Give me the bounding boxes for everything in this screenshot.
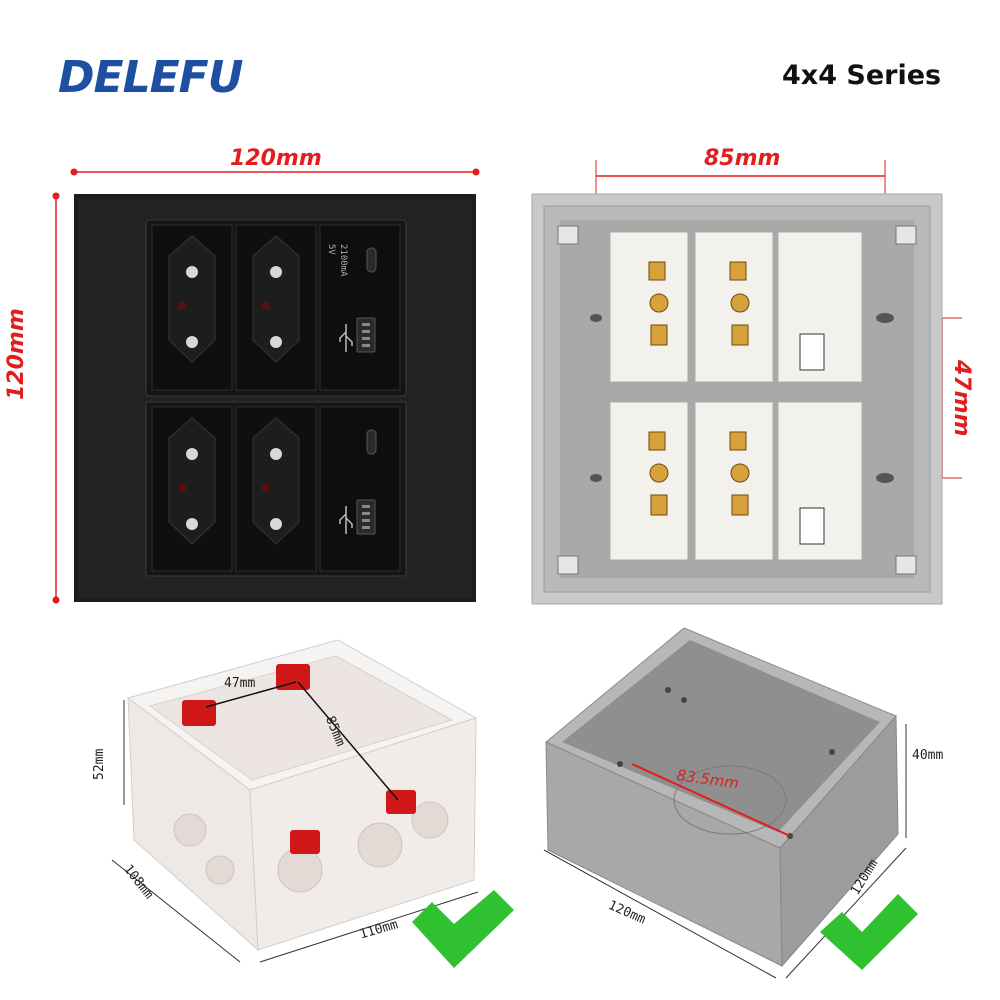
check-icon [412,890,918,970]
plastic-box [111,639,479,963]
plastic-top-label: 47mm [224,676,256,691]
front-width-label: 120mm [230,146,322,171]
series-title: 4x4 Series [782,60,942,91]
plastic-height-label: 52mm [92,748,107,780]
usb-voltage-text: 5V [326,244,336,255]
usb-icon [339,324,353,534]
metal-box [543,627,907,979]
usb-current-text: 2100mA [338,244,348,277]
back-panel [531,160,962,605]
back-height-label: 47mm [949,360,974,437]
metal-height-label: 40mm [912,748,944,763]
back-width-label: 85mm [704,146,781,171]
front-panel [52,168,480,604]
front-height-label: 120mm [4,308,29,400]
brand-logo: DELEFU [58,52,243,103]
